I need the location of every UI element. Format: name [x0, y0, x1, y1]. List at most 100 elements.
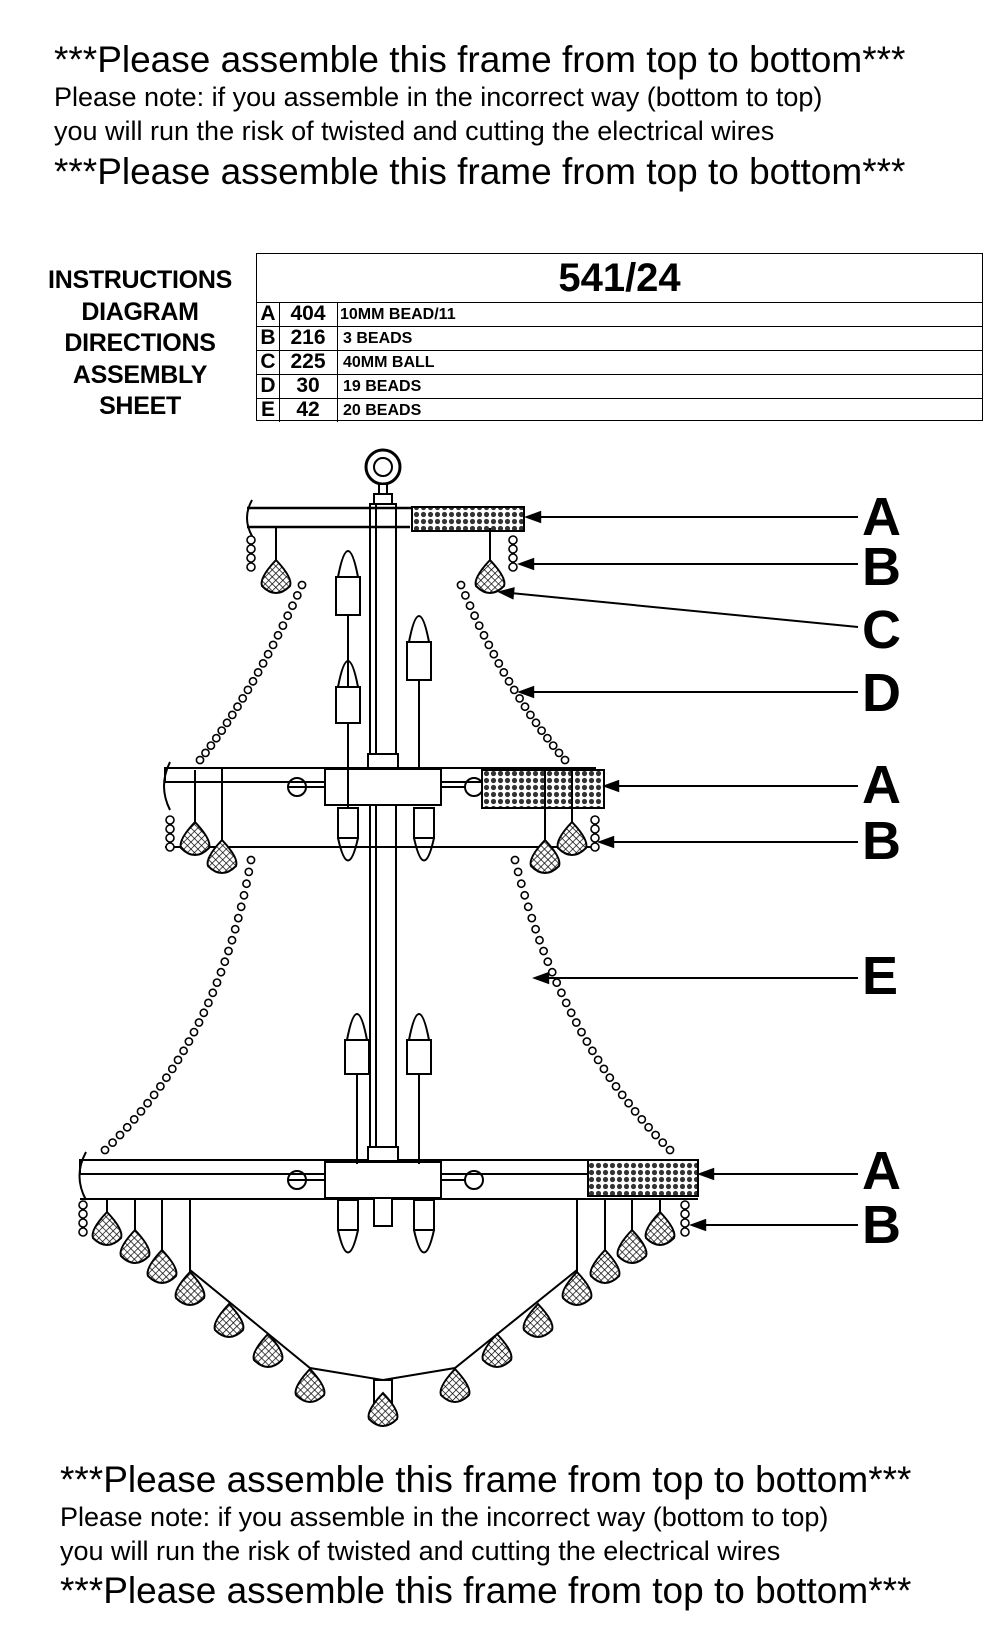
strand-e-bead: [149, 1090, 159, 1100]
tier2-stem-collar: [367, 753, 399, 769]
strand-d-bead: [268, 640, 278, 650]
crystal-drop: [644, 1210, 676, 1246]
part-code: C: [257, 350, 280, 374]
part-code: B: [257, 326, 280, 350]
tier3-bead-bank: [587, 1159, 699, 1197]
strand-e-bead: [624, 1098, 633, 1108]
strand-d-bead: [494, 659, 504, 668]
crystal-drop: [146, 1248, 178, 1284]
strand-b-bead: [165, 824, 175, 834]
crystal-drop: [294, 1367, 326, 1403]
callout-a: A: [862, 487, 901, 547]
callout-e: E: [862, 946, 899, 1006]
strand-e-bead: [557, 988, 566, 998]
candle-down-body: [337, 807, 359, 839]
ring-collar: [373, 493, 393, 505]
strand-d-bead: [201, 748, 210, 758]
bottom-warning-line-2: Please note: if you assemble in the inco…: [60, 1502, 829, 1532]
candle-down-body: [337, 1199, 359, 1231]
strand-e-bead: [566, 1008, 576, 1018]
strand-e-bead: [539, 946, 548, 956]
strand-e-bead: [100, 1145, 110, 1155]
strand-e-bead: [179, 1046, 188, 1056]
strand-b-bead: [590, 833, 600, 843]
strand-b-bead: [680, 1209, 690, 1219]
strand-e-bead: [108, 1138, 117, 1147]
part-description: 3 BEADS: [343, 330, 413, 347]
candle-flame: [408, 615, 430, 643]
strand-e-bead: [531, 924, 540, 934]
hanging-ring: [364, 448, 402, 486]
strand-d-bead: [206, 741, 216, 750]
leader-b-arrow: [517, 557, 535, 571]
strand-e-bead: [593, 1055, 603, 1065]
strand-b-bead: [246, 535, 256, 545]
strand-e-bead: [527, 913, 537, 923]
strand-d-bead: [515, 694, 524, 703]
crystal-drop: [260, 558, 292, 594]
strand-d-bead: [479, 630, 489, 640]
strand-e-bead: [644, 1122, 653, 1132]
crystal-drop: [481, 1332, 513, 1368]
strand-d-bead: [292, 591, 302, 600]
strand-e-bead: [513, 867, 523, 877]
strand-d-bead: [537, 726, 546, 735]
strand-e-bead: [224, 946, 233, 956]
header-line: DIRECTIONS: [64, 329, 216, 357]
leader-d-arrow: [517, 685, 535, 699]
part-code: D: [257, 374, 280, 398]
strand-d-bead: [470, 611, 479, 621]
candle-down-flame: [413, 837, 435, 862]
strand-e-bead: [115, 1130, 125, 1140]
candle-down-flame: [413, 1229, 435, 1254]
strand-b-bead: [165, 842, 175, 852]
strand-d-bead: [273, 630, 283, 640]
strand-d-bead: [283, 611, 293, 621]
strand-e-bead: [155, 1082, 165, 1091]
strand-d-bead: [288, 601, 297, 611]
strand-b-bead: [78, 1209, 88, 1219]
strand-e-bead: [189, 1027, 199, 1037]
candle-down-body: [413, 807, 435, 839]
leader-b-arrow: [689, 1218, 707, 1232]
strand-e-bead: [227, 935, 237, 945]
strand-e-bead: [216, 967, 226, 977]
strand-b-bead: [78, 1200, 88, 1210]
crystal-drop: [556, 820, 588, 856]
strand-e-bead: [143, 1098, 152, 1108]
strand-e-bead: [122, 1122, 132, 1132]
leader-e-arrow: [532, 971, 550, 985]
crystal-drop: [474, 558, 506, 594]
parts-row: A 404 10MM BEAD/11: [257, 302, 982, 327]
strand-d-bead: [297, 580, 307, 590]
bottom-warning-line-3: you will run the risk of twisted and cut…: [60, 1536, 781, 1566]
crystal-drop: [179, 820, 211, 856]
crystal-drop: [439, 1367, 471, 1403]
strand-d-bead: [531, 718, 541, 728]
strand-d-bead: [460, 591, 470, 600]
callout-leader-lines: [497, 510, 859, 1232]
crystal-drop: [522, 1302, 554, 1338]
strand-e-bead: [199, 1008, 209, 1018]
strand-e-bead: [577, 1027, 586, 1037]
strand-e-bead: [571, 1018, 581, 1027]
strand-e-bead: [203, 998, 213, 1008]
strand-e-bead: [523, 902, 533, 912]
strand-d-bead: [548, 741, 558, 750]
instructions-header: INSTRUCTIONS DIAGRAM DIRECTIONS ASSEMBLY…: [30, 265, 250, 423]
header-line: DIAGRAM: [81, 297, 199, 326]
header-line: SHEET: [99, 392, 181, 420]
strand-d-bead: [258, 659, 268, 668]
candle-down-body: [413, 1199, 435, 1231]
tier2-ring-end: [163, 761, 171, 811]
strand-d-bead: [217, 726, 227, 735]
strand-d-bead: [211, 733, 221, 743]
strand-e-bead: [173, 1055, 183, 1065]
central-stem: [369, 503, 397, 1185]
strand-d-bead: [465, 601, 475, 611]
top-warning-line-4: ***Please assemble this frame from top t…: [54, 151, 906, 192]
strand-d-bead: [227, 710, 237, 720]
strand-d-bead: [263, 649, 273, 659]
chandelier-frame: [78, 448, 699, 1407]
bead-strands: [78, 535, 690, 1237]
